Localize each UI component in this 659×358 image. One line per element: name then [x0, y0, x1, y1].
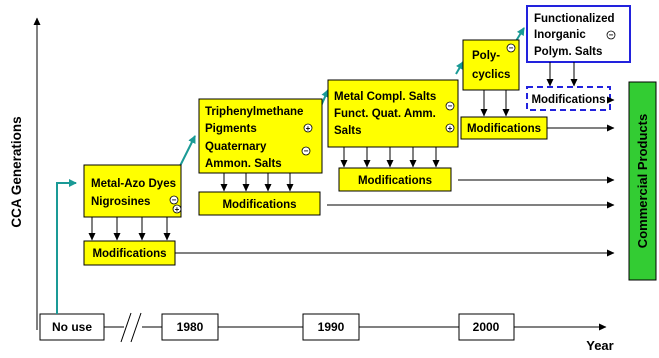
generation-4: Poly- cyclics − Modifications: [460, 39, 615, 140]
generation-2-line-1: Triphenylmethane: [205, 106, 303, 118]
timeline-box-2000: [458, 313, 515, 341]
timeline-1980: 1980: [177, 320, 204, 334]
charge-symbol: −: [172, 196, 177, 205]
timeline-box-no-use: [39, 313, 105, 341]
charge-symbol: +: [175, 205, 180, 214]
down-arrows: [480, 90, 510, 117]
timeline-no-use: No use: [52, 320, 92, 334]
x-axis-label: Year: [586, 338, 613, 353]
generation-3-modifications-box: [338, 167, 452, 192]
down-arrows: [88, 217, 171, 241]
negative-charge-icon: [301, 146, 311, 156]
generation-5-line-2: Inorganic: [534, 29, 586, 41]
charge-symbol: −: [304, 147, 309, 156]
negative-charge-icon: [606, 30, 616, 40]
generation-1-modifications: Modifications: [92, 248, 166, 260]
charge-symbol: −: [448, 102, 453, 111]
generation-3: Metal Compl. Salts Funct. Quat. Amm. Sal…: [327, 79, 615, 192]
generation-2-line-3: Quaternary: [205, 141, 267, 153]
down-arrows: [546, 62, 578, 87]
positive-charge-icon: [303, 123, 313, 133]
generation-1-modifications-box: [83, 240, 176, 266]
generation-2-modifications: Modifications: [222, 199, 296, 211]
charge-symbol: +: [448, 124, 453, 133]
charge-symbol: −: [509, 44, 514, 53]
generation-3-line-3: Salts: [334, 125, 362, 137]
generation-3-line-1: Metal Compl. Salts: [334, 91, 436, 103]
timeline-box-1990: [302, 313, 360, 341]
timeline-box-1980: [161, 313, 219, 341]
y-axis-label: CCA Generations: [9, 116, 24, 227]
generation-5-line-1: Functionalized: [534, 13, 615, 25]
generation-2-box: [198, 98, 323, 174]
generation-3-box: [327, 79, 459, 148]
generation-5-modifications: Modifications: [531, 94, 605, 106]
down-arrows: [220, 173, 294, 192]
generation-2: Triphenylmethane Pigments Quaternary Amm…: [198, 98, 615, 216]
generation-2-line-4: Ammon. Salts: [205, 158, 282, 170]
generation-5: Functionalized Inorganic Polym. Salts − …: [526, 5, 631, 111]
commercial-products-bar: [628, 81, 657, 281]
positive-charge-icon: [172, 204, 182, 214]
positive-charge-icon: [445, 123, 455, 133]
negative-charge-icon: [506, 43, 516, 53]
progression-arrow-3: [455, 61, 464, 75]
progression-arrow-4: [515, 27, 525, 42]
generation-4-line-2: cyclics: [472, 69, 510, 81]
charge-symbol: −: [609, 31, 614, 40]
generation-1-line-1: Metal-Azo Dyes: [91, 178, 176, 190]
generation-2-modifications-box: [198, 191, 321, 216]
charge-symbol: +: [306, 124, 311, 133]
generation-2-line-2: Pigments: [205, 123, 257, 135]
progression-arrow-start: [56, 179, 77, 314]
down-arrows: [340, 147, 440, 168]
generation-1-box: [83, 164, 182, 218]
generation-4-box: [462, 39, 520, 91]
generation-4-modifications: Modifications: [467, 123, 541, 135]
generation-5-line-3: Polym. Salts: [534, 46, 602, 58]
progression-arrow-1: [179, 135, 196, 167]
negative-charge-icon: [445, 101, 455, 111]
commercial-products-label: Commercial Products: [635, 114, 650, 248]
timeline-2000: 2000: [473, 320, 500, 334]
generation-1-line-2: Nigrosines: [91, 196, 150, 208]
generation-3-line-2: Funct. Quat. Amm.: [334, 108, 436, 120]
timeline-1990: 1990: [318, 320, 345, 334]
generation-1: Metal-Azo Dyes Nigrosines − + Modificati…: [83, 164, 615, 266]
axis-break-icon: [120, 312, 142, 343]
generation-4-line-1: Poly-: [472, 50, 500, 62]
negative-charge-icon: [169, 195, 179, 205]
generation-3-modifications: Modifications: [358, 175, 432, 187]
